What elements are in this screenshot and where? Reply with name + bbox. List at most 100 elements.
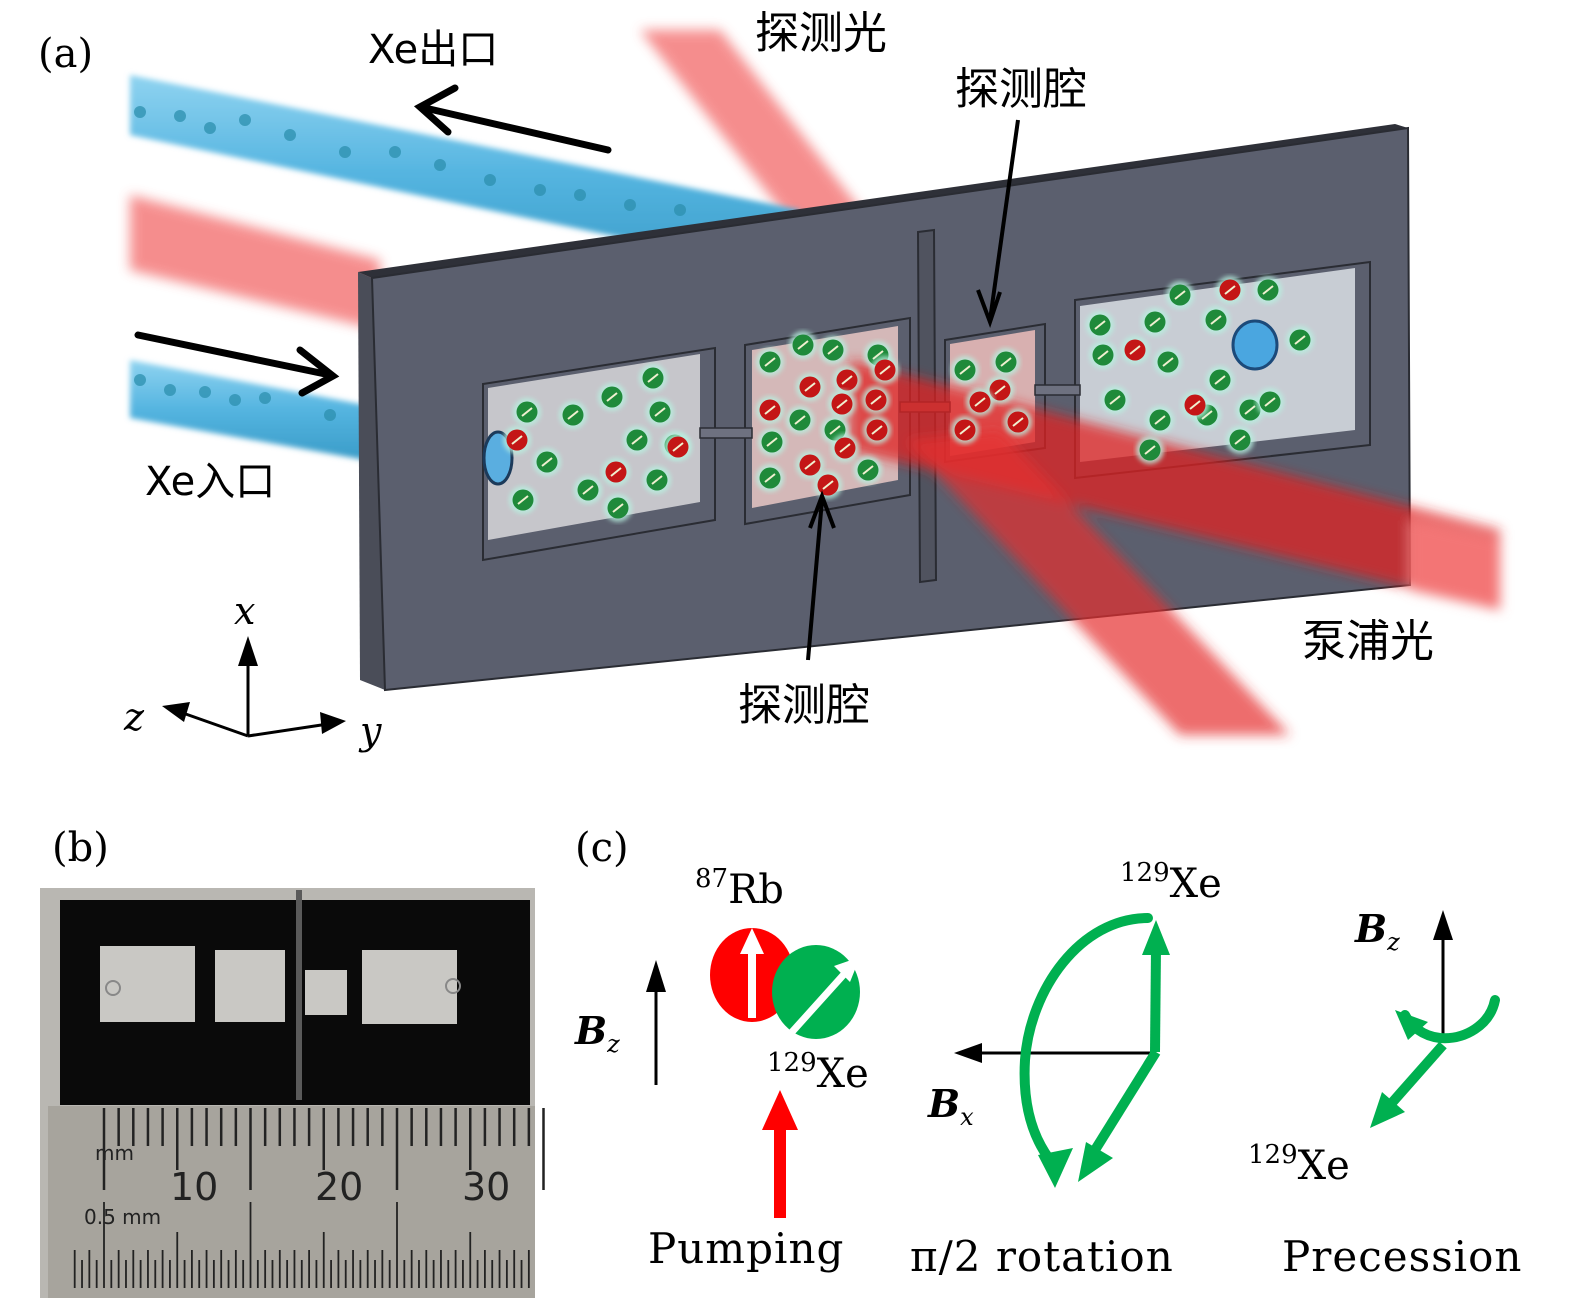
rb-atom: [862, 386, 890, 414]
xe-atom: [1146, 406, 1174, 434]
rb-atom: [863, 416, 891, 444]
xe-atom: [1254, 276, 1282, 304]
xe-atom: [756, 464, 784, 492]
xe-atom: [992, 348, 1020, 376]
outlet-port: [1231, 319, 1279, 371]
rb-atom: [814, 471, 842, 499]
xe-atom: [623, 426, 651, 454]
tube-particle: [624, 199, 636, 211]
xe-atom: [1141, 308, 1169, 336]
xe-atom: [786, 406, 814, 434]
rb-atom: [796, 373, 824, 401]
ruler-number-20: 20: [315, 1165, 364, 1209]
ruler-unit-half-mm: 0.5 mm: [84, 1205, 162, 1229]
rb-mass-number: 87: [695, 864, 729, 894]
tube-particles: [134, 106, 686, 421]
xe-atom: [1136, 436, 1164, 464]
xe-atom: [951, 356, 979, 384]
probe-cavity-top-label: 探测腔: [955, 64, 1087, 115]
xe-atom: [574, 476, 602, 504]
rb-atom: [503, 426, 531, 454]
axis-triad: [162, 636, 346, 738]
xe-atom: [1286, 326, 1314, 354]
rb-isotope-label: 87Rb: [695, 866, 784, 910]
xe-atom: [1086, 311, 1114, 339]
ruler-number-30: 30: [462, 1165, 511, 1209]
rb-atom: [756, 396, 784, 424]
tube-particle: [389, 146, 401, 158]
bz-symbol: B: [1355, 906, 1388, 951]
axis-y-label: y: [360, 709, 382, 753]
xe-atom: [598, 383, 626, 411]
bz-symbol: B: [575, 1008, 608, 1053]
tube-particle: [284, 129, 296, 141]
xe-isotope-label-precession: 129Xe: [1248, 1142, 1350, 1186]
rb-atom: [1004, 408, 1032, 436]
ruler-number-10: 10: [170, 1165, 219, 1209]
tube-particle: [484, 174, 496, 186]
bz-subscript: z: [607, 1030, 620, 1058]
spin-diagram: [646, 910, 1500, 1218]
xe-outlet-label: Xe出口: [368, 27, 499, 73]
chip-photo: [40, 888, 545, 1298]
xe-atom: [756, 348, 784, 376]
tube-particle: [259, 392, 271, 404]
precession-arc-head: [1395, 1010, 1428, 1040]
xe-atom: [509, 486, 537, 514]
xe-mass-number: 129: [767, 1048, 817, 1078]
xe-atom: [758, 428, 786, 456]
xe-atom: [1202, 306, 1230, 334]
probe-cavity-bottom-arrow: [806, 490, 836, 661]
step-pumping-label: Pumping: [648, 1224, 845, 1273]
xe-symbol: Xe: [1297, 1143, 1350, 1189]
bz-label-pumping: Bz: [575, 1012, 620, 1058]
xe-atom: [639, 364, 667, 392]
axis-z-label: z: [124, 695, 145, 739]
pumping-bz-arrow: [646, 960, 666, 1085]
xe-atom: [1089, 341, 1117, 369]
tube-particle: [164, 384, 176, 396]
tube-particle: [534, 184, 546, 196]
rotated-spin-arrow: [1078, 1049, 1161, 1182]
xe-atom: [854, 456, 882, 484]
panel-a-label: (a): [38, 31, 94, 77]
precessing-spin-arrow: [1370, 1041, 1447, 1128]
bz-label-precession: Bz: [1355, 910, 1400, 955]
xe-outlet-arrow: [413, 84, 612, 154]
xe-atom: [789, 331, 817, 359]
tube-particle: [324, 409, 336, 421]
xe-atom: [1166, 281, 1194, 309]
xe-outlet-tube: [130, 75, 800, 275]
tube-particle: [134, 374, 146, 386]
xe-symbol: Xe: [816, 1051, 869, 1097]
xe-atom: [643, 466, 671, 494]
xe-mass-number: 129: [1248, 1140, 1298, 1170]
xe-isotope-label-pumping: 129Xe: [767, 1050, 869, 1094]
xe-symbol: Xe: [1169, 861, 1222, 907]
xe-isotope-label-rotation: 129Xe: [1120, 860, 1222, 904]
rb-symbol: Rb: [728, 867, 784, 913]
pump-light-label: 泵浦光: [1302, 616, 1434, 667]
tube-particle: [199, 386, 211, 398]
tube-particle: [434, 159, 446, 171]
rb-atom: [664, 433, 692, 461]
rb-spin-arrow: [740, 928, 764, 1018]
initial-spin-arrow: [1142, 920, 1170, 1053]
rb-atom: [1181, 391, 1209, 419]
xe-atom: [772, 945, 860, 1039]
xe-inlet-tube: [130, 360, 365, 460]
xe-atom: [513, 398, 541, 426]
xe-atom: [1256, 388, 1284, 416]
panel-c-label: (c): [575, 825, 629, 871]
rb-atom: [828, 390, 856, 418]
probe-light-label: 探测光: [755, 8, 887, 59]
tube-particle: [339, 146, 351, 158]
xe-atom: [1154, 348, 1182, 376]
axis-x-label: x: [234, 589, 256, 633]
precession-bz-arrow: [1433, 910, 1453, 1040]
photo-ruler: [48, 1106, 535, 1298]
tube-particle: [134, 106, 146, 118]
panel-b-label: (b): [52, 825, 109, 871]
tube-particle: [174, 110, 186, 122]
step-rotation-label: π/2 rotation: [910, 1232, 1174, 1281]
